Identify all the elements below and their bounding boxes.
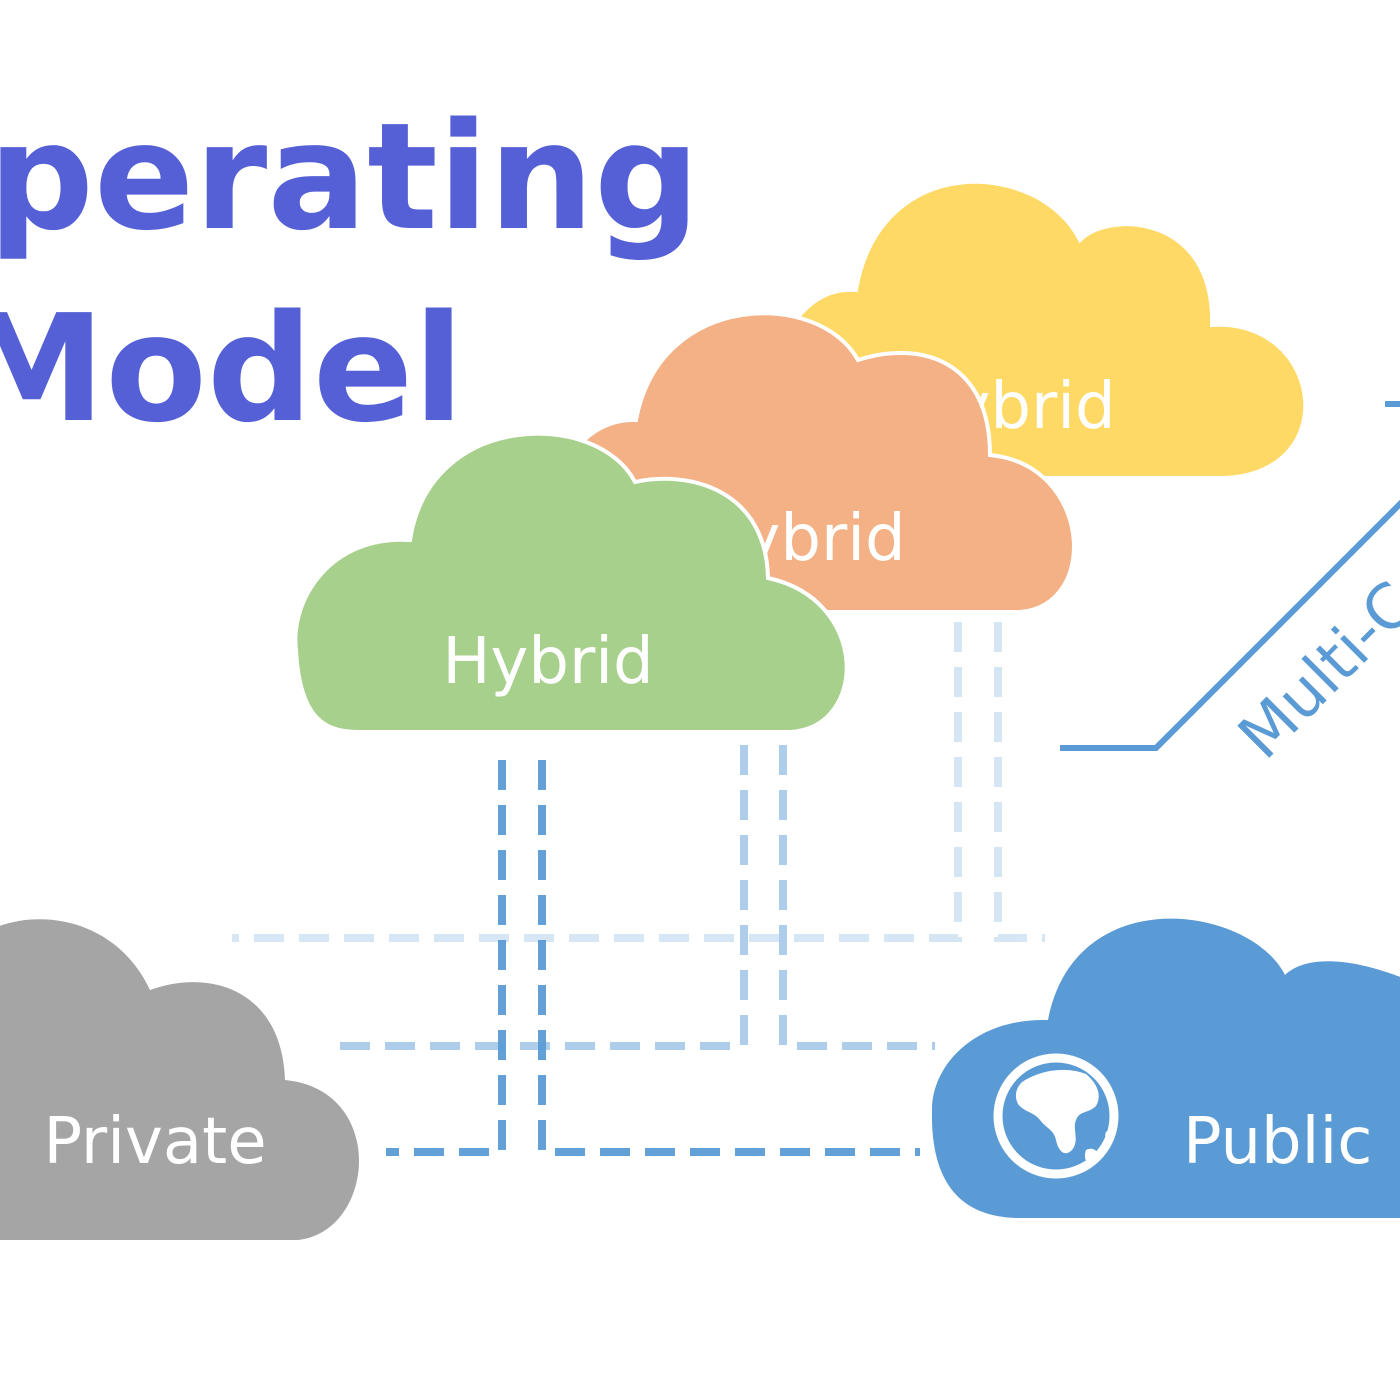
public-cloud-shape: [931, 918, 1400, 1218]
middle-hybrid-connectors: [325, 745, 935, 1050]
multi-cloud-bracket: [1060, 401, 1400, 751]
multi-cloud-bracket-line: [1060, 499, 1400, 751]
globe-icon: [993, 1053, 1119, 1179]
middle-to-public-line: [779, 745, 935, 1050]
orange-hybrid-connectors: [232, 622, 1045, 942]
hybrid-cloud-green: Hybrid: [293, 431, 849, 734]
hybrid-cloud-green-shape: [293, 431, 849, 734]
public-cloud: Public: [931, 918, 1400, 1218]
connector-lines: [232, 622, 1045, 1156]
hybrid-cloud-green-label: Hybrid: [442, 625, 653, 699]
orange-to-public-line: [994, 622, 1045, 942]
private-cloud-label: Private: [43, 1105, 266, 1179]
orange-to-private-line: [232, 622, 962, 942]
green-to-private-line: [386, 760, 506, 1156]
public-cloud-label: Public: [1183, 1105, 1372, 1179]
green-hybrid-connectors: [386, 760, 920, 1156]
private-cloud-shape: [0, 919, 359, 1240]
green-to-public-line: [538, 760, 920, 1156]
multi-cloud-label: Multi-C: [1224, 567, 1400, 772]
private-cloud: Private: [0, 919, 359, 1240]
title-line-1: perating: [0, 91, 700, 263]
title-line-2: Model: [0, 283, 464, 455]
middle-to-private-line: [325, 745, 748, 1050]
